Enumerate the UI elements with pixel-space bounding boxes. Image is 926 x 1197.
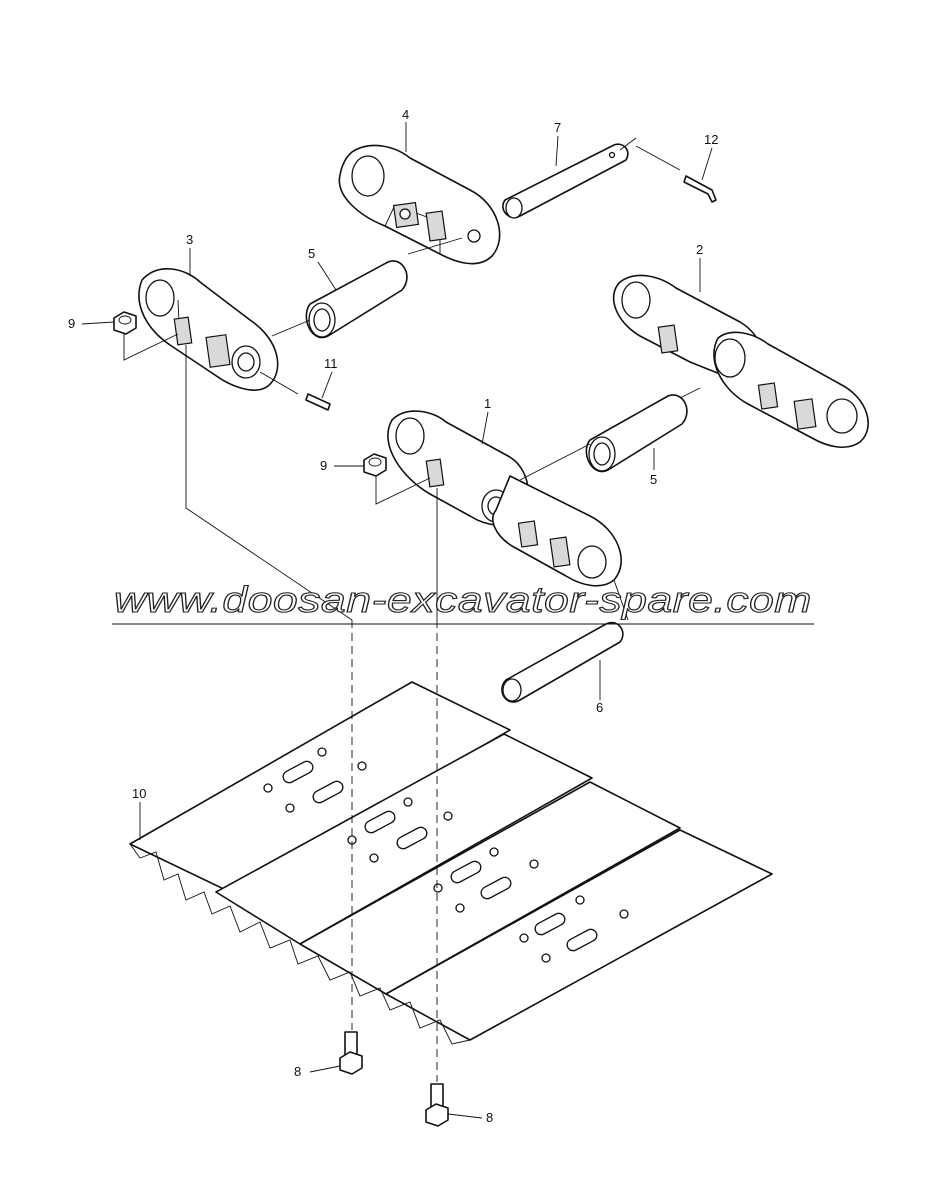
- callout-12: 12: [704, 132, 718, 147]
- callout-10: 10: [132, 786, 146, 801]
- callout-8-right: 8: [486, 1110, 493, 1125]
- callout-9-center: 9: [320, 458, 327, 473]
- assembly-lines: [112, 137, 814, 1082]
- bushing-5-upper: [305, 260, 408, 339]
- callout-5-upper: 5: [308, 246, 315, 261]
- track-shoe-10: [129, 681, 773, 1045]
- watermark-text: www.doosan-excavator-spare.com: [114, 579, 812, 620]
- callout-9-left: 9: [68, 316, 75, 331]
- callout-7: 7: [554, 120, 561, 135]
- spring-pin-12: [683, 175, 717, 203]
- callout-8-left: 8: [294, 1064, 301, 1079]
- callout-4: 4: [402, 107, 409, 122]
- callout-3: 3: [186, 232, 193, 247]
- pin-6: [501, 621, 624, 703]
- bolt-8-left: [339, 1031, 363, 1075]
- spring-pin-11: [305, 393, 331, 411]
- shoe-holes: [263, 747, 629, 963]
- bushing-5-lower: [585, 394, 688, 473]
- callout-11: 11: [324, 356, 338, 371]
- link-plate-1: [387, 410, 622, 587]
- bolt-8-right: [425, 1083, 449, 1127]
- nut-9-left: [113, 311, 137, 335]
- callout-1: 1: [484, 396, 491, 411]
- callout-2: 2: [696, 242, 703, 257]
- pin-7: [502, 143, 629, 219]
- link-plate-2: [612, 274, 869, 449]
- nut-9-center: [363, 453, 387, 477]
- link-plate-4: [338, 144, 501, 265]
- callout-6: 6: [596, 700, 603, 715]
- link-plate-3: [138, 268, 279, 391]
- callout-5-lower: 5: [650, 472, 657, 487]
- callout-leaders: [81, 122, 713, 1119]
